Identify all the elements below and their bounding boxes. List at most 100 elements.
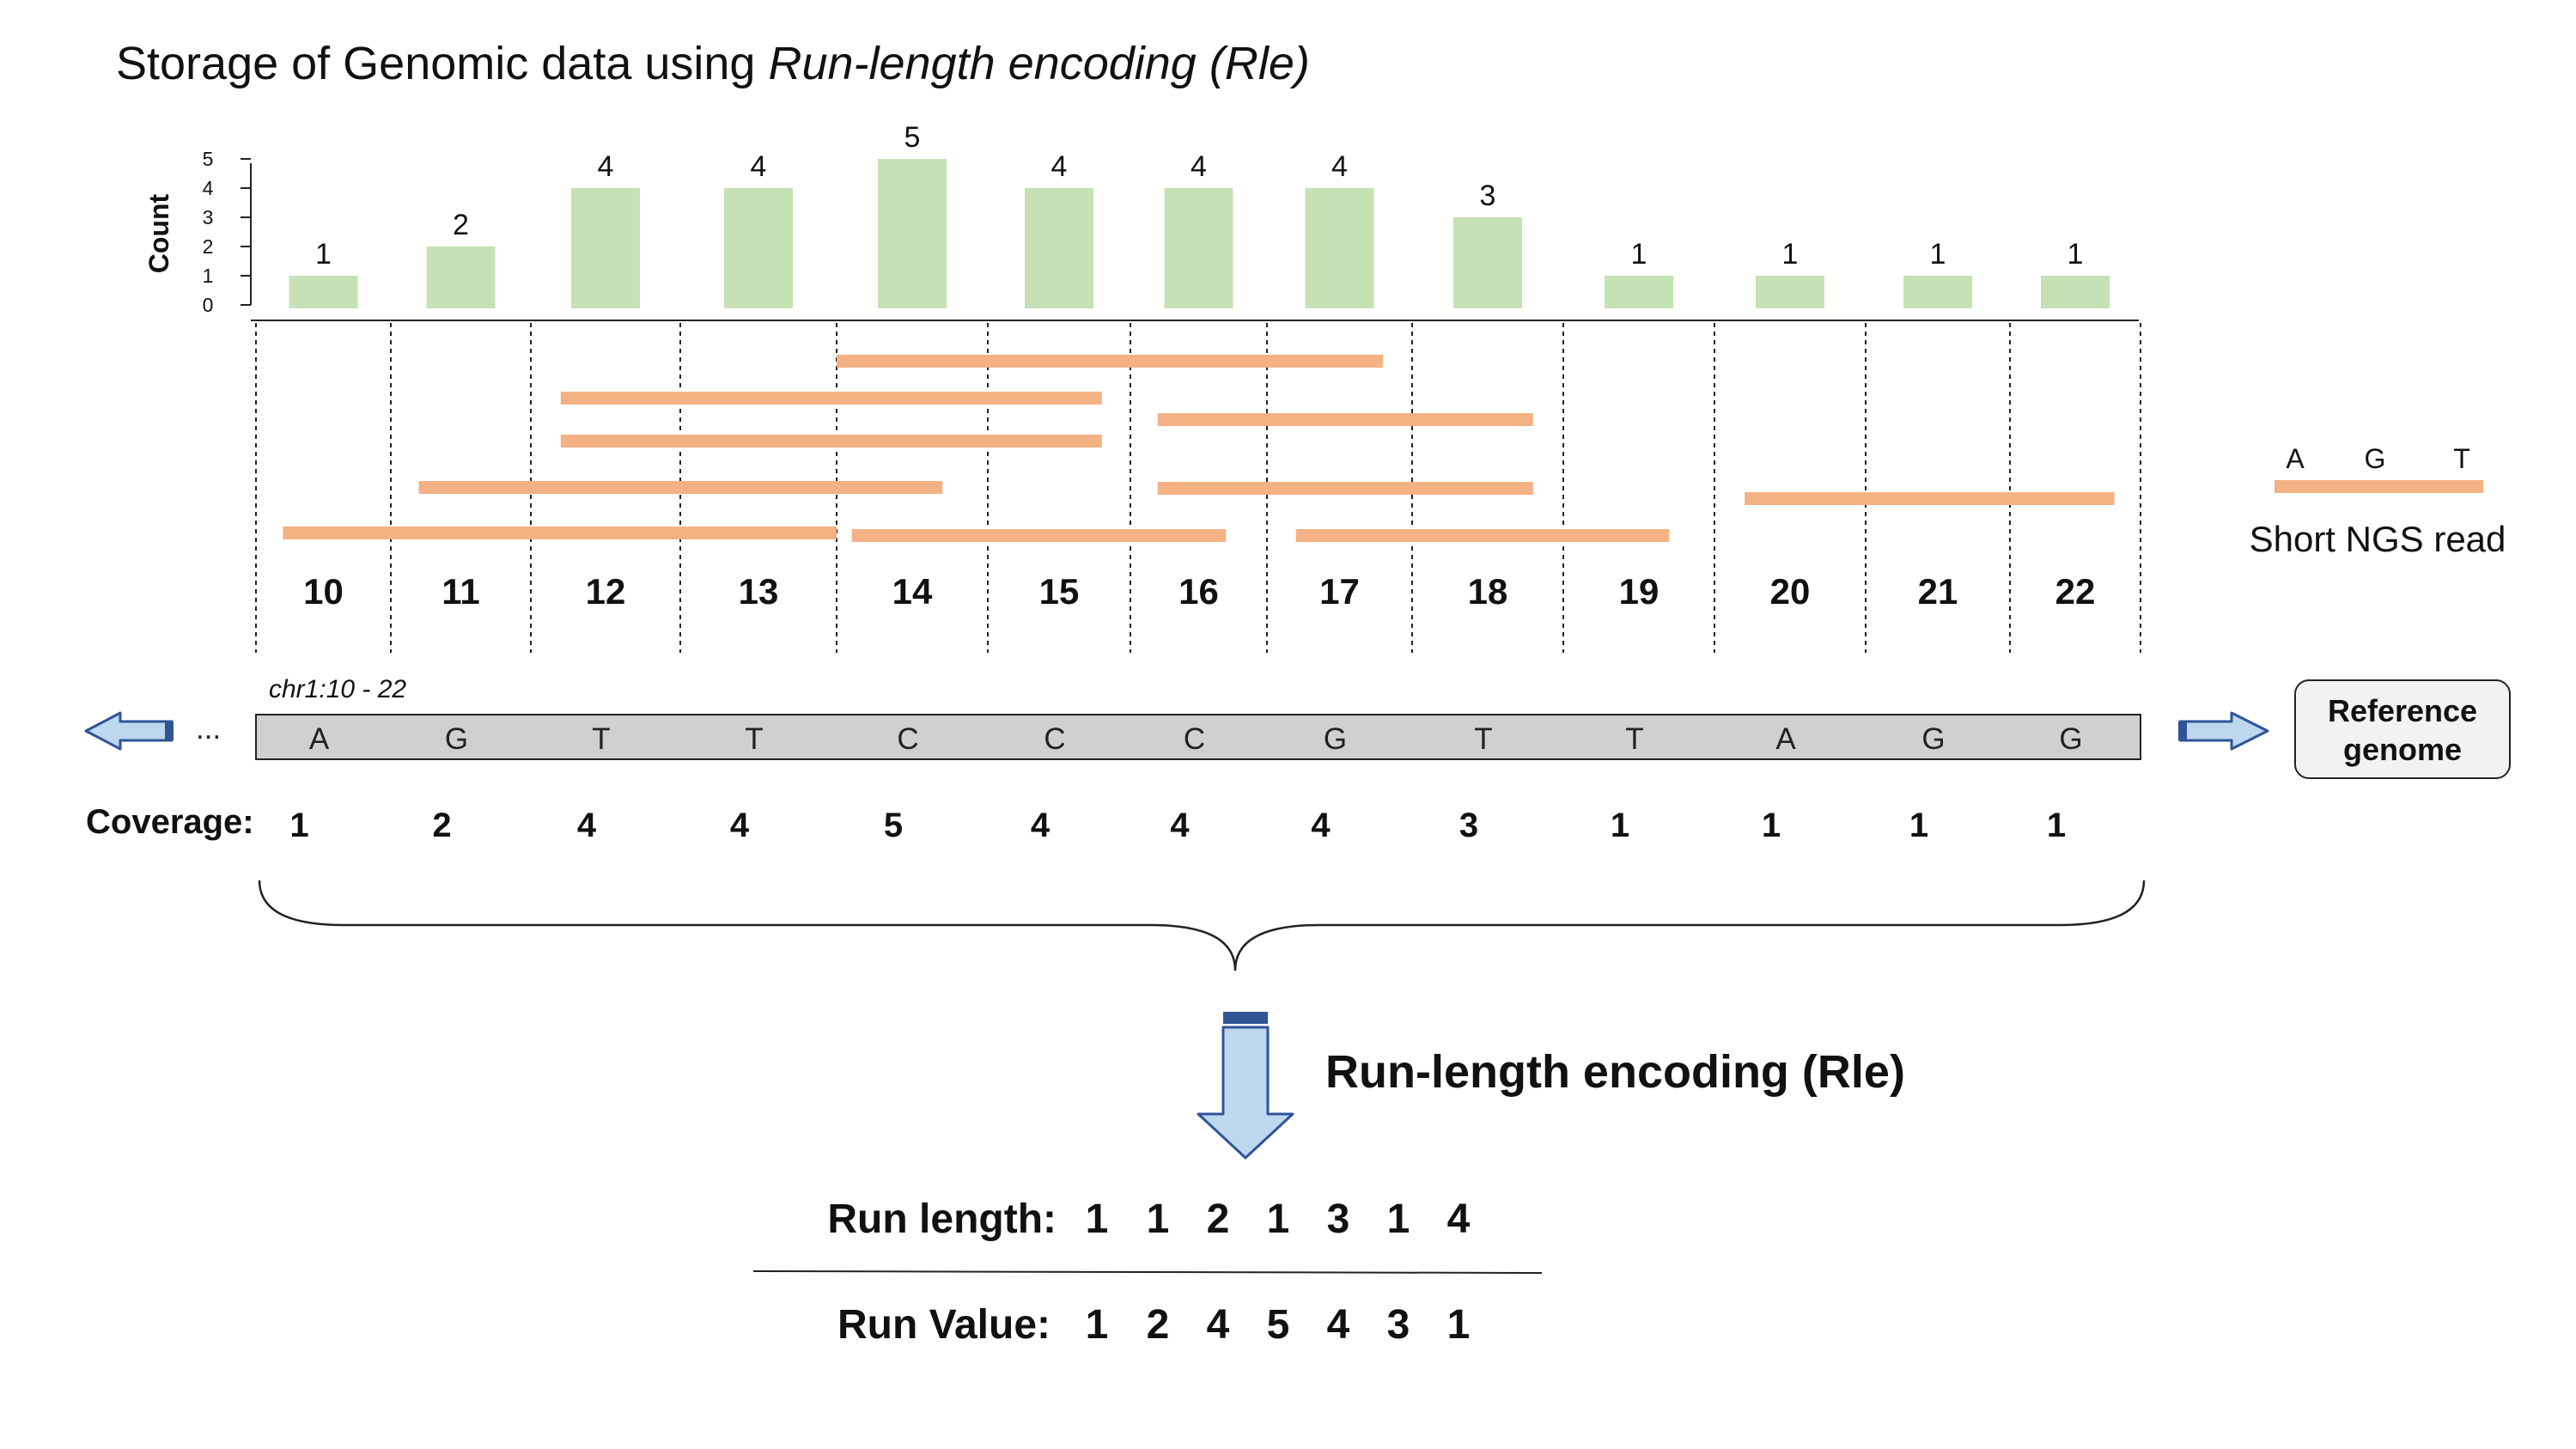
y-tick-label: 2 xyxy=(203,235,214,258)
position-number: 18 xyxy=(1468,571,1508,612)
region-label: chr1:10 - 22 xyxy=(269,675,406,703)
left-arrow-icon xyxy=(84,711,174,751)
reference-base: T xyxy=(1625,722,1643,756)
bar-value-label: 3 xyxy=(1480,180,1496,212)
ngs-read xyxy=(837,355,1384,368)
ngs-read xyxy=(283,527,837,539)
reference-base: G xyxy=(1921,722,1945,756)
reference-base: C xyxy=(1184,722,1205,756)
bar xyxy=(1164,188,1233,308)
run-value-label: Run Value: xyxy=(837,1302,1050,1348)
coverage-value: 1 xyxy=(1909,807,1928,844)
bar xyxy=(571,188,640,308)
bar xyxy=(1903,276,1972,308)
run-value: 5 xyxy=(1267,1302,1290,1348)
reference-base: T xyxy=(1474,722,1492,756)
legend-base: A xyxy=(2286,443,2305,474)
position-number: 10 xyxy=(303,571,344,612)
bar-value-label: 4 xyxy=(1191,150,1207,183)
run-value: 4 xyxy=(1327,1302,1350,1348)
down-arrow-icon xyxy=(1197,1012,1294,1160)
position-number: 14 xyxy=(892,571,933,612)
coverage-value: 4 xyxy=(577,807,597,844)
bar-value-label: 1 xyxy=(1631,238,1647,271)
position-number: 17 xyxy=(1319,571,1360,612)
position-number: 13 xyxy=(739,571,779,612)
coverage-value: 4 xyxy=(730,807,750,844)
reference-base: T xyxy=(592,722,610,756)
bar-value-label: 4 xyxy=(1051,150,1068,183)
bar xyxy=(1025,188,1093,308)
y-tick-label: 5 xyxy=(203,148,214,170)
run-length-value: 3 xyxy=(1327,1196,1350,1242)
legend-base: G xyxy=(2365,443,2386,474)
curly-brace xyxy=(258,880,2146,971)
y-tick-label: 4 xyxy=(203,177,214,199)
position-number: 21 xyxy=(1918,571,1958,612)
reference-base: A xyxy=(1775,722,1796,756)
bar xyxy=(289,276,358,308)
run-length-value: 4 xyxy=(1447,1196,1471,1242)
bar-value-label: 4 xyxy=(598,150,614,183)
run-length-value: 1 xyxy=(1086,1196,1109,1242)
position-number: 16 xyxy=(1178,571,1219,612)
reference-base: T xyxy=(745,722,763,756)
run-length-value: 2 xyxy=(1207,1196,1230,1242)
ngs-read xyxy=(1295,529,1670,542)
position-number: 12 xyxy=(586,571,626,612)
reference-strip xyxy=(255,714,2141,760)
coverage-value: 5 xyxy=(884,807,903,844)
bar xyxy=(1453,217,1522,308)
ngs-read xyxy=(1157,413,1533,426)
reference-base: G xyxy=(2059,722,2082,756)
legend-read-swatch xyxy=(2275,480,2483,493)
coverage-value: 1 xyxy=(1762,807,1781,844)
bar-value-label: 1 xyxy=(1782,238,1799,271)
rle-heading: Run-length encoding (Rle) xyxy=(1325,1046,1905,1098)
position-number: 19 xyxy=(1619,571,1659,612)
coverage-value: 1 xyxy=(2047,807,2066,844)
coverage-value: 1 xyxy=(289,807,308,844)
ngs-read xyxy=(851,529,1227,542)
coverage-value: 2 xyxy=(432,807,451,844)
run-value: 2 xyxy=(1147,1302,1170,1348)
run-value: 3 xyxy=(1387,1302,1410,1348)
run-value: 4 xyxy=(1207,1302,1230,1348)
run-length-value: 1 xyxy=(1147,1196,1170,1242)
rle-divider xyxy=(752,1270,1543,1274)
coverage-label: Coverage: xyxy=(86,803,254,841)
bar xyxy=(426,247,496,308)
diagram-title: Storage of Genomic data using Run-length… xyxy=(116,38,1310,89)
reference-base: G xyxy=(1324,722,1347,756)
bar xyxy=(724,188,793,308)
run-length-value: 1 xyxy=(1387,1196,1410,1242)
y-tick-label: 3 xyxy=(203,206,214,228)
reference-genome-box: Reference genome xyxy=(2294,679,2511,779)
y-tick-label: 1 xyxy=(203,265,214,287)
bar-value-label: 1 xyxy=(2067,238,2084,271)
position-number: 22 xyxy=(2055,571,2096,612)
bar xyxy=(1305,188,1374,308)
ngs-read xyxy=(418,481,943,494)
reference-base: A xyxy=(309,722,330,756)
ngs-read xyxy=(1745,492,2115,505)
bar-value-label: 4 xyxy=(1331,150,1348,183)
bar-value-label: 2 xyxy=(453,209,469,241)
run-length-value: 1 xyxy=(1267,1196,1290,1242)
run-value: 1 xyxy=(1447,1302,1471,1348)
bar-value-label: 1 xyxy=(1930,238,1946,271)
run-length-label: Run length: xyxy=(827,1196,1057,1242)
aligned-reads xyxy=(283,355,2115,542)
bar xyxy=(1605,276,1673,308)
coverage-value: 1 xyxy=(1611,807,1629,844)
ngs-read xyxy=(560,392,1102,405)
